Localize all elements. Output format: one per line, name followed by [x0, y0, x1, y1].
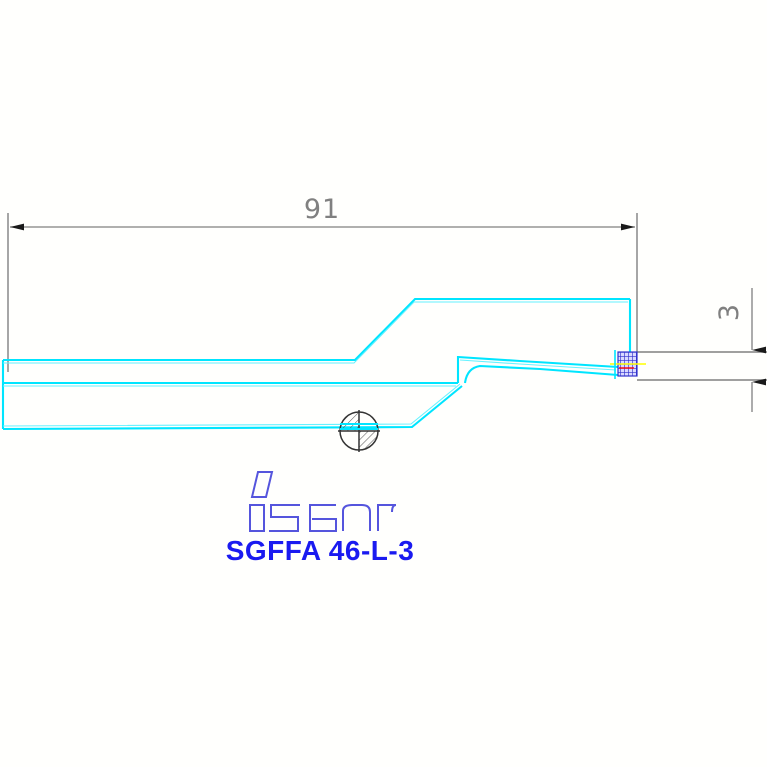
outline-top-shadow: [3, 301, 628, 364]
part-outline: [1, 297, 632, 431]
section-detail-symbol: [338, 410, 380, 452]
logo-letter-a: [342, 504, 371, 531]
outline-bottom-profile: [2, 385, 463, 431]
dimension-value-3: 3: [714, 303, 745, 321]
outline-top-profile: [3, 297, 630, 362]
dimension-insert-height: 3: [637, 288, 767, 412]
carbide-insert: [610, 350, 646, 379]
dimension-overall-length: 91: [7, 194, 638, 372]
outline-bottom-shadow: [2, 383, 461, 427]
logo-letter-c: [309, 504, 337, 532]
part-outline-secondary: [2, 301, 628, 427]
outline-arm-upper-shadow: [459, 359, 617, 371]
logo-letter-i: [249, 504, 265, 532]
logo-letter-s: [269, 504, 300, 532]
logo-i-dot: [250, 471, 274, 498]
logo-letter-r: [377, 504, 397, 531]
outline-arm-lower-taper: [463, 364, 619, 384]
dimension-value-91: 91: [304, 194, 340, 225]
outline-arm-upper-taper: [457, 355, 619, 369]
part-number-label: SGFFA 46-L-3: [226, 535, 415, 566]
iscar-logo: [249, 471, 397, 532]
